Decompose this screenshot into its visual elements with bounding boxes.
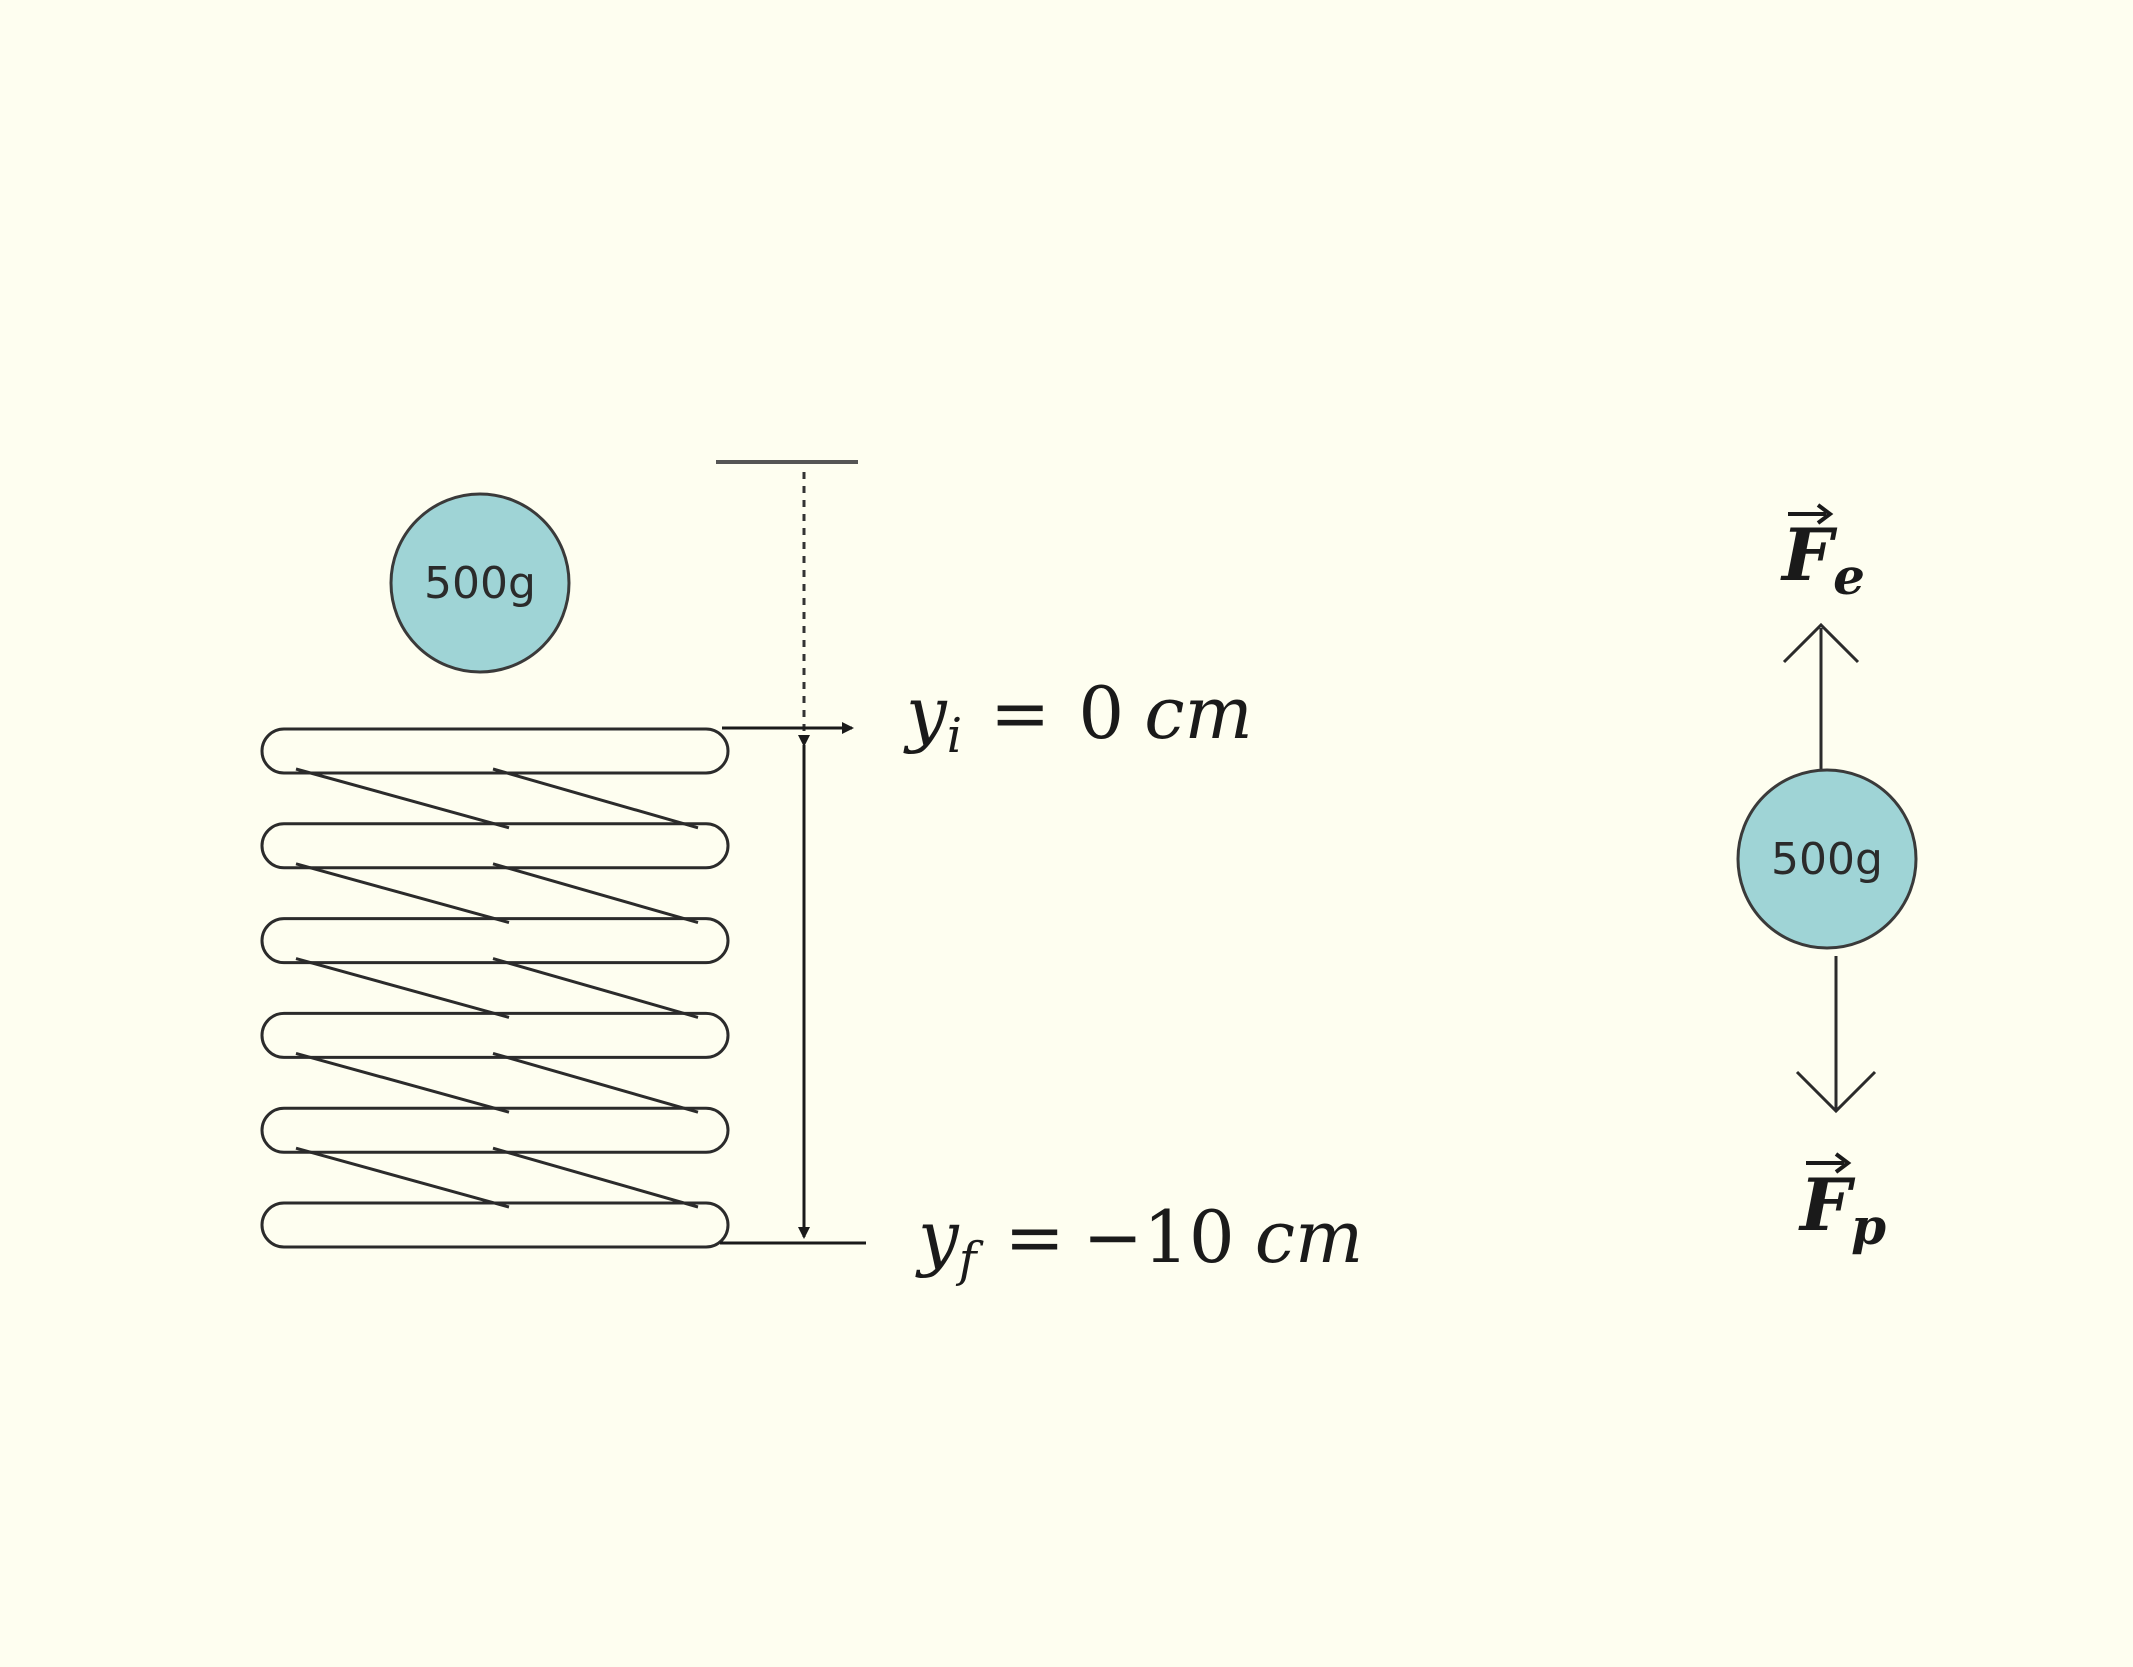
- spring-diagonal: [295, 1051, 510, 1114]
- yi-equals: =: [990, 671, 1050, 755]
- fp-vector-head: [1834, 1152, 1852, 1174]
- yi-subscript: i: [947, 708, 962, 764]
- yf-equals: =: [1004, 1195, 1064, 1279]
- spring-loop: [260, 822, 730, 870]
- elastic-force-arrowhead: [1782, 622, 1860, 664]
- free-body-diagram: 500g Fe Fp: [1736, 503, 1918, 1256]
- yi-symbol: y: [903, 671, 948, 755]
- spring-diagonal: [295, 862, 510, 925]
- mass-label-fbd: 500g: [1771, 834, 1883, 885]
- yi-value: 0: [1078, 671, 1124, 755]
- weight-force-label: Fp: [1798, 1152, 1886, 1256]
- spring-diagonal: [295, 957, 510, 1019]
- fe-subscript: e: [1833, 547, 1865, 606]
- spring-diagonal: [492, 1051, 699, 1114]
- mass-ball-top: [389, 492, 571, 674]
- fp-text: Fp: [1798, 1162, 1886, 1256]
- spring-diagonal: [492, 957, 699, 1019]
- spring-diagonal: [295, 767, 510, 830]
- fe-text: Fe: [1780, 512, 1865, 606]
- spring-loop: [260, 917, 730, 965]
- elastic-force-label: Fe: [1780, 503, 1865, 606]
- fe-symbol: F: [1780, 512, 1838, 597]
- yf-symbol: y: [915, 1195, 960, 1279]
- yf-value: −10: [1083, 1195, 1235, 1279]
- spring-diagonal: [492, 1146, 699, 1209]
- spring-diagonal: [492, 862, 699, 925]
- fp-subscript: p: [1851, 1197, 1886, 1256]
- fp-symbol: F: [1798, 1162, 1856, 1247]
- spring-diagonal: [492, 767, 699, 830]
- weight-force-arrowhead: [1795, 1070, 1877, 1114]
- mass-ball-fbd: [1736, 768, 1918, 950]
- yi-unit: cm: [1144, 671, 1253, 755]
- spring-loop: [260, 1201, 730, 1249]
- spring-loop: [260, 727, 730, 775]
- yf-unit: cm: [1255, 1195, 1364, 1279]
- spring-loop: [260, 1106, 730, 1154]
- yf-subscript: f: [956, 1232, 984, 1288]
- spring-loop: [260, 1011, 730, 1059]
- spring-diagonal: [295, 1146, 510, 1209]
- falling-mass: 500g: [389, 492, 571, 674]
- mass-label-top: 500g: [424, 558, 536, 609]
- spring-coil: [260, 727, 730, 1249]
- fe-vector-head: [1816, 503, 1834, 525]
